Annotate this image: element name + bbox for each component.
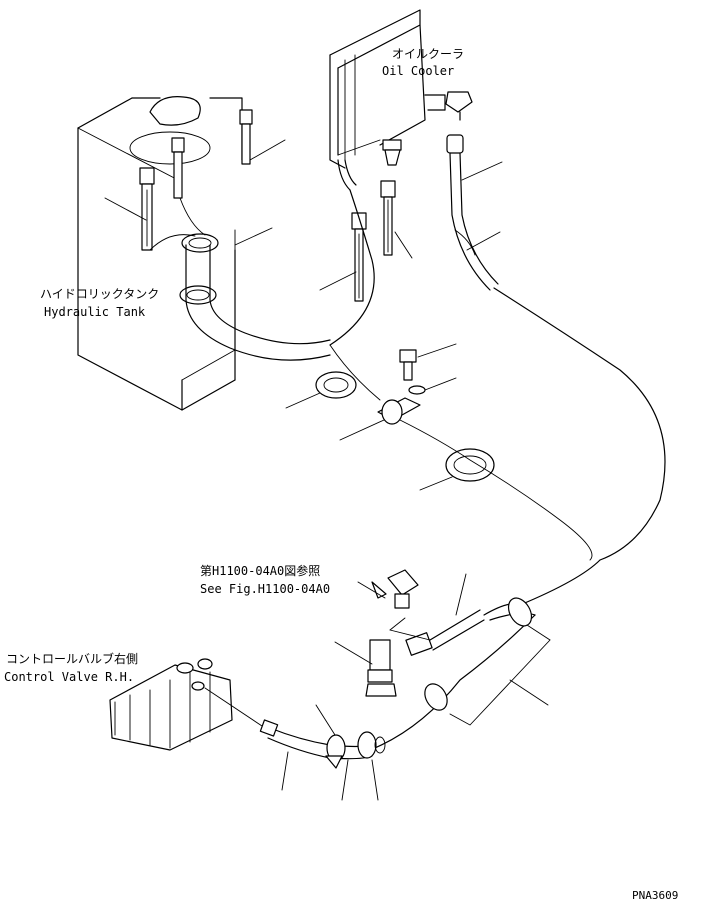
- bolt-icon: [399, 349, 417, 381]
- hydraulic-tank-jp-label: ハイドロリックタンク: [40, 287, 159, 301]
- oil-cooler-en-label: Oil Cooler: [382, 64, 454, 78]
- oil-cooler-icon: [329, 9, 473, 191]
- grommet-icon: [315, 371, 357, 399]
- bolt-icon: [139, 167, 155, 251]
- bolt-icon: [351, 212, 367, 302]
- see-fig-en-label: See Fig.H1100-04A0: [200, 582, 330, 596]
- clamp-icon: [507, 597, 533, 627]
- clamp-icon: [181, 233, 219, 253]
- control-valve-en-label: Control Valve R.H.: [4, 670, 134, 684]
- clamp-icon: [424, 683, 448, 711]
- grommet-icon: [445, 448, 495, 482]
- clamp-icon: [357, 731, 386, 759]
- control-valve-jp-label: コントロールバルブ右側: [6, 651, 138, 666]
- bolt-icon: [380, 180, 396, 256]
- control-valve-icon: [109, 658, 263, 751]
- washer-icon: [408, 385, 426, 395]
- oil-cooler-jp-label: オイルクーラ: [392, 47, 464, 61]
- see-fig-jp-label: 第H1100-04A0図参照: [200, 563, 320, 578]
- hydraulic-tank-en-label: Hydraulic Tank: [44, 305, 146, 319]
- clamp-icon: [377, 397, 421, 425]
- bolt-icon: [239, 109, 253, 165]
- clamp-icon: [179, 285, 217, 305]
- hose-icon: [446, 134, 666, 561]
- drawing-code: PNA3609: [632, 889, 678, 902]
- hydraulic-tank-icon: [77, 96, 331, 411]
- elbow-fitting-icon: [365, 639, 397, 697]
- elbow-fitting-icon: [387, 569, 419, 609]
- bolt-icon: [171, 137, 185, 199]
- clamp-icon: [325, 734, 346, 769]
- hose-icon: [405, 573, 485, 656]
